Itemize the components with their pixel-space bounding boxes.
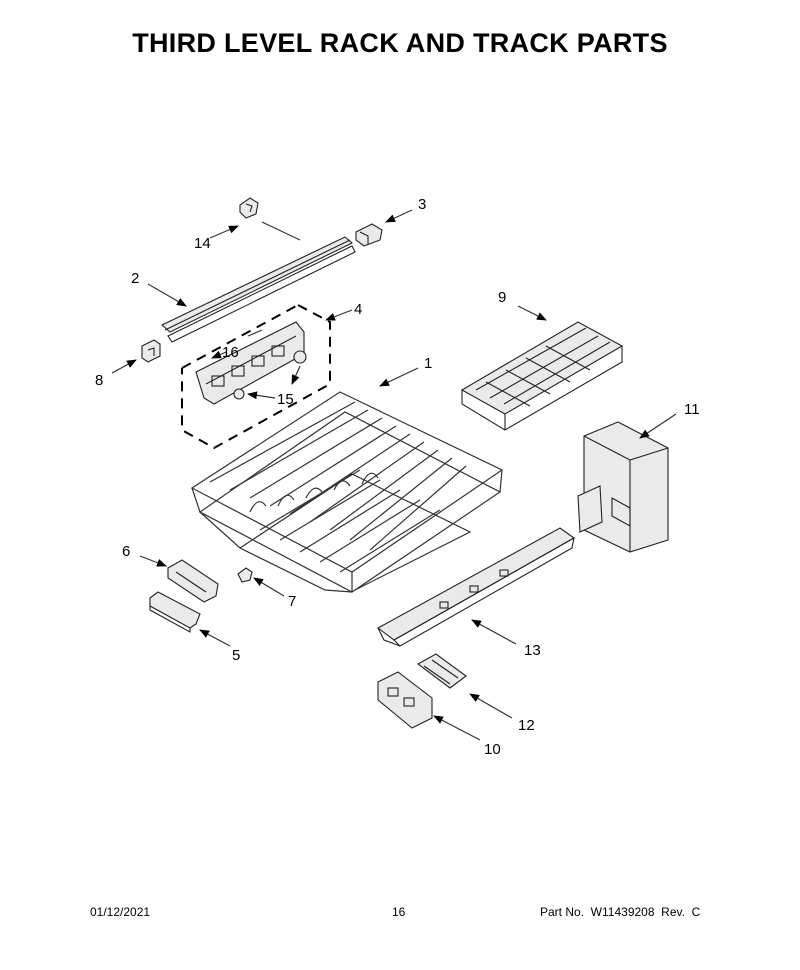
part-12-bracket <box>416 653 467 689</box>
callout-8: 8 <box>95 372 103 389</box>
part-13-duct <box>376 527 576 647</box>
callout-7: 7 <box>288 593 296 610</box>
part-14-pin <box>261 221 301 241</box>
page-title: THIRD LEVEL RACK AND TRACK PARTS <box>132 28 668 58</box>
part-4-assembly-boundary <box>181 304 331 450</box>
callout-3: 3 <box>418 196 426 213</box>
callout-12: 12 <box>518 717 535 734</box>
callout-1: 1 <box>424 355 432 372</box>
footer-page-number: 16 <box>392 905 406 919</box>
part-16-screw <box>247 329 263 337</box>
part-6-adjuster <box>167 559 219 603</box>
part-15-wheel-2 <box>233 388 245 400</box>
part-4-bracket <box>195 321 305 405</box>
callout-4: 4 <box>354 301 362 318</box>
callout-11: 11 <box>684 401 700 418</box>
part-15-wheel <box>293 350 307 364</box>
part-7-pin <box>237 567 253 583</box>
part-1-wire-rack <box>190 391 504 593</box>
callout-leaders <box>111 209 677 741</box>
part-9-utensil-tray <box>460 321 624 431</box>
part-10-bracket <box>377 671 433 729</box>
callout-5: 5 <box>232 647 240 664</box>
callout-16: 16 <box>222 344 239 361</box>
footer-part-number: Part No. W11439208 Rev. C <box>540 905 701 919</box>
part-5-cover <box>149 591 201 633</box>
part-2-track-rail <box>161 236 356 343</box>
part-8-rail-stop <box>141 339 161 363</box>
callout-10: 10 <box>484 741 501 758</box>
callout-15: 15 <box>277 391 294 408</box>
callout-6: 6 <box>122 543 130 560</box>
callout-2: 2 <box>131 270 139 287</box>
callout-13: 13 <box>524 642 541 659</box>
callout-9: 9 <box>498 289 506 306</box>
part-3-end-cap <box>355 223 383 247</box>
part-11-housing <box>577 421 669 553</box>
part-14-clip <box>239 197 259 219</box>
footer-date: 01/12/2021 <box>90 905 151 919</box>
callout-14: 14 <box>194 235 211 252</box>
